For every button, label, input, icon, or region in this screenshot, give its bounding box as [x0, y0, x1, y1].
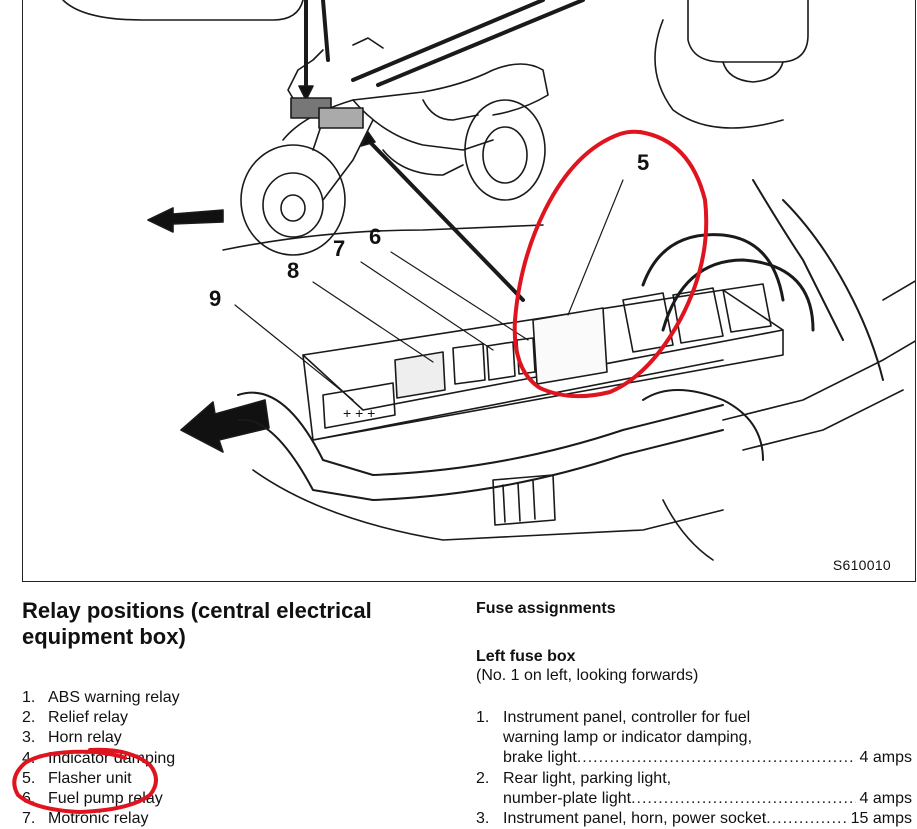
relay-label: Relief relay	[48, 709, 129, 727]
fuse-amps: 4 amps	[859, 789, 912, 807]
list-number: 4.	[22, 749, 36, 767]
relay-list: 1. ABS warning relay 2. Relief relay 3. Hor…	[22, 688, 180, 829]
list-item: 5. Flasher unit	[22, 769, 180, 789]
callout-7: 7	[333, 236, 346, 261]
relay-label: Horn relay	[48, 729, 122, 747]
electrical-box-tray: + + +	[302, 283, 784, 441]
fuse-box-title: Left fuse box	[476, 648, 576, 665]
figure-code: S610010	[832, 557, 891, 573]
motorcycle-outline	[240, 37, 549, 256]
list-item: 2. Relief relay	[22, 708, 180, 728]
list-number: 2.	[476, 769, 490, 787]
callout-6: 6	[369, 224, 382, 249]
clipped-part-outline	[62, 0, 304, 21]
technical-illustration: + + + 5 6 7	[22, 0, 916, 582]
list-number: 7.	[22, 810, 36, 828]
relay-label: Indicator damping	[48, 749, 176, 767]
list-number: 1.	[476, 709, 490, 726]
callout-9: 9	[209, 286, 222, 311]
fuse-section-title: Fuse assignments	[476, 600, 616, 617]
list-item: 7. Motronic relay	[22, 809, 180, 829]
motorcycle-relay-box-drawing: + + +	[62, 0, 915, 561]
list-item: 1. ABS warning relay	[22, 688, 180, 708]
callout-5: 5	[637, 150, 650, 175]
fuse-box-note: (No. 1 on left, looking forwards)	[476, 667, 699, 684]
fuse-line: brake light	[503, 749, 577, 767]
fuse-line: number-plate light	[503, 789, 632, 807]
fuse-row: number-plate light 4 amps	[503, 789, 912, 809]
list-number: 3.	[22, 729, 36, 747]
list-item: 4. Indicator damping	[22, 749, 180, 769]
fuse-line: Instrument panel, horn, power socket	[503, 810, 767, 828]
dot-leader	[766, 809, 846, 829]
fuse-line: Rear light, parking light,	[503, 769, 672, 787]
direction-arrow-large	[180, 399, 270, 453]
relay-label: Flasher unit	[48, 769, 132, 787]
list-number: 1.	[22, 689, 36, 706]
list-number: 5.	[22, 769, 36, 787]
relay-section-title: Relay positions (central electrical equi…	[22, 598, 372, 649]
list-item: 3. Instrument panel, horn, power socket …	[476, 809, 912, 829]
list-item: 3. Horn relay	[22, 728, 180, 748]
list-number: 6.	[22, 790, 36, 808]
fuse-amps: 4 amps	[859, 749, 912, 767]
list-number: 2.	[22, 709, 36, 727]
dot-leader	[631, 789, 855, 809]
list-item: 1. Instrument panel, controller for fuel…	[476, 708, 912, 769]
svg-text:+ + +: + + +	[343, 405, 375, 421]
relay-label: Motronic relay	[48, 810, 149, 828]
list-number: 3.	[476, 810, 490, 828]
fuse-amps: 15 amps	[850, 810, 912, 828]
fuse-line: Instrument panel, controller for fuel	[503, 709, 751, 726]
fuse-list: 1. Instrument panel, controller for fuel…	[476, 708, 912, 829]
fuse-line: warning lamp or indicator damping,	[503, 729, 753, 747]
direction-arrow-small	[147, 207, 224, 233]
fuse-row: brake light 4 amps	[503, 748, 912, 768]
list-item: 2. Rear light, parking light, number-pla…	[476, 769, 912, 809]
list-item: 6. Fuel pump relay	[22, 789, 180, 809]
dot-leader	[577, 748, 856, 768]
relay-label: ABS warning relay	[48, 689, 180, 706]
reservoir-outline	[687, 0, 809, 63]
callout-8: 8	[287, 258, 300, 283]
relay-label: Fuel pump relay	[48, 790, 163, 808]
fuse-row: Instrument panel, horn, power socket 15 …	[503, 809, 912, 829]
